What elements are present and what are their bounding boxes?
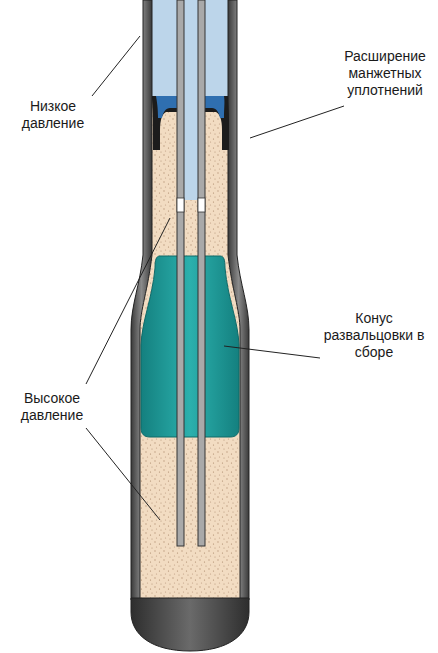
sand-fill — [140, 0, 240, 600]
callout-label: Низкое давление — [8, 98, 98, 132]
cup-seal-left-cap — [156, 96, 178, 118]
callout-label: Расширение манжетных уплотнений — [336, 48, 434, 99]
cup-seal-right-cap — [204, 96, 224, 118]
cup-seal-right — [204, 96, 229, 150]
casing-wall-left — [131, 0, 152, 600]
mandrel-tube-left — [177, 0, 184, 546]
bore-blue-fill — [184, 0, 198, 200]
leader-line — [224, 346, 320, 358]
leader-line — [92, 36, 140, 96]
cup-seal-left — [152, 96, 178, 150]
port-right — [198, 198, 205, 212]
casing-shoe — [131, 598, 249, 651]
mandrel-tube-right — [198, 0, 205, 546]
callout-label: Конус развальцовки в сборе — [314, 310, 434, 361]
casing-wall-right — [228, 0, 249, 600]
leader-line — [86, 218, 170, 384]
callout-label: Высокое давление — [6, 390, 98, 424]
port-left — [177, 198, 184, 212]
leader-line — [86, 428, 160, 520]
leader-line — [250, 106, 344, 138]
